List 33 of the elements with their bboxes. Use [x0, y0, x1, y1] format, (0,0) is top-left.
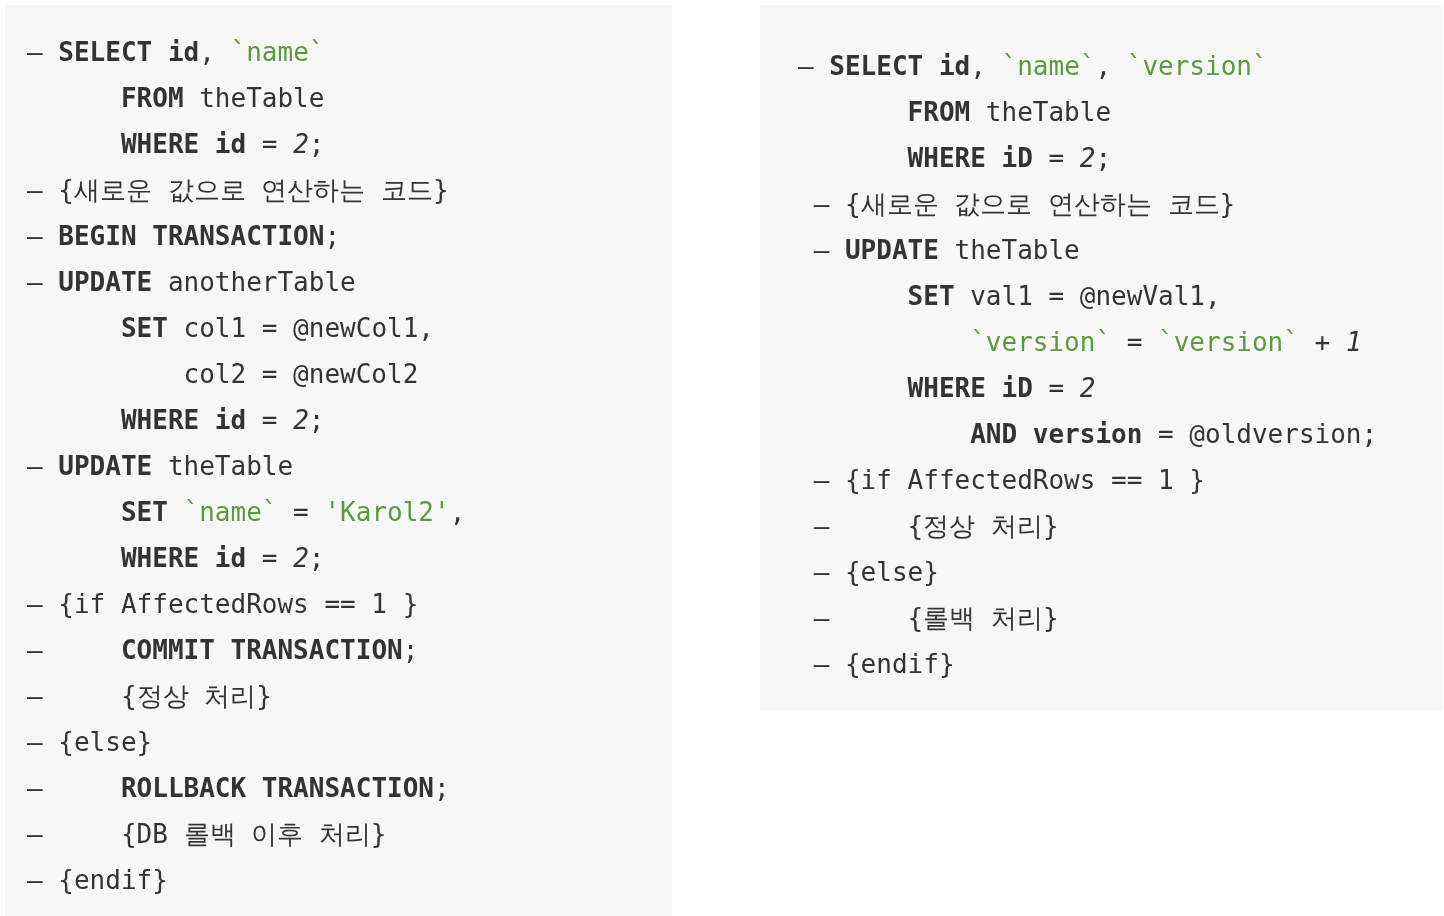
code-line: `version` = `version` + 1	[969, 326, 1362, 359]
code-line: FROM theTable	[906, 96, 1112, 129]
code-line: WHERE id = 2;	[119, 404, 325, 437]
code-line: – {endif}	[812, 648, 955, 681]
code-line: FROM theTable	[119, 82, 325, 115]
code-line: – {새로운 값으로 연산하는 코드}	[812, 188, 1236, 221]
code-line: – BEGIN TRANSACTION;	[27, 220, 341, 253]
code-line: WHERE id = 2;	[119, 542, 325, 575]
code-line: SET col1 = @newCol1,	[119, 312, 434, 345]
code-line: – {else}	[812, 556, 939, 589]
code-line: – SELECT id, `name`, `version`	[798, 50, 1268, 83]
code-line: – UPDATE anotherTable	[27, 266, 356, 299]
code-line: – UPDATE theTable	[812, 234, 1080, 267]
code-line: WHERE iD = 2;	[906, 142, 1112, 175]
code-line: – {if AffectedRows == 1 }	[812, 464, 1205, 497]
code-line: – {정상 처리}	[27, 680, 272, 713]
code-line: – SELECT id, `name`	[27, 36, 325, 69]
code-line: – UPDATE theTable	[27, 450, 294, 483]
code-line: SET `name` = 'Karol2',	[119, 496, 466, 529]
code-line: WHERE id = 2;	[119, 128, 325, 161]
code-line: – {else}	[27, 726, 153, 759]
code-line: SET val1 = @newVal1,	[906, 280, 1221, 313]
code-line: – {DB 롤백 이후 처리}	[27, 818, 387, 851]
code-line: – {정상 처리}	[812, 510, 1059, 543]
code-line: – {if AffectedRows == 1 }	[27, 588, 419, 621]
code-line: – {롤백 처리}	[812, 602, 1059, 635]
code-line: AND version = @oldversion;	[969, 418, 1378, 451]
code-line: col2 = @newCol2	[182, 358, 419, 391]
code-line: – {endif}	[27, 864, 168, 897]
code-line: – ROLLBACK TRANSACTION;	[27, 772, 450, 805]
code-line: – COMMIT TRANSACTION;	[27, 634, 419, 667]
code-line: WHERE iD = 2	[906, 372, 1096, 405]
code-line: – {새로운 값으로 연산하는 코드}	[27, 174, 449, 207]
